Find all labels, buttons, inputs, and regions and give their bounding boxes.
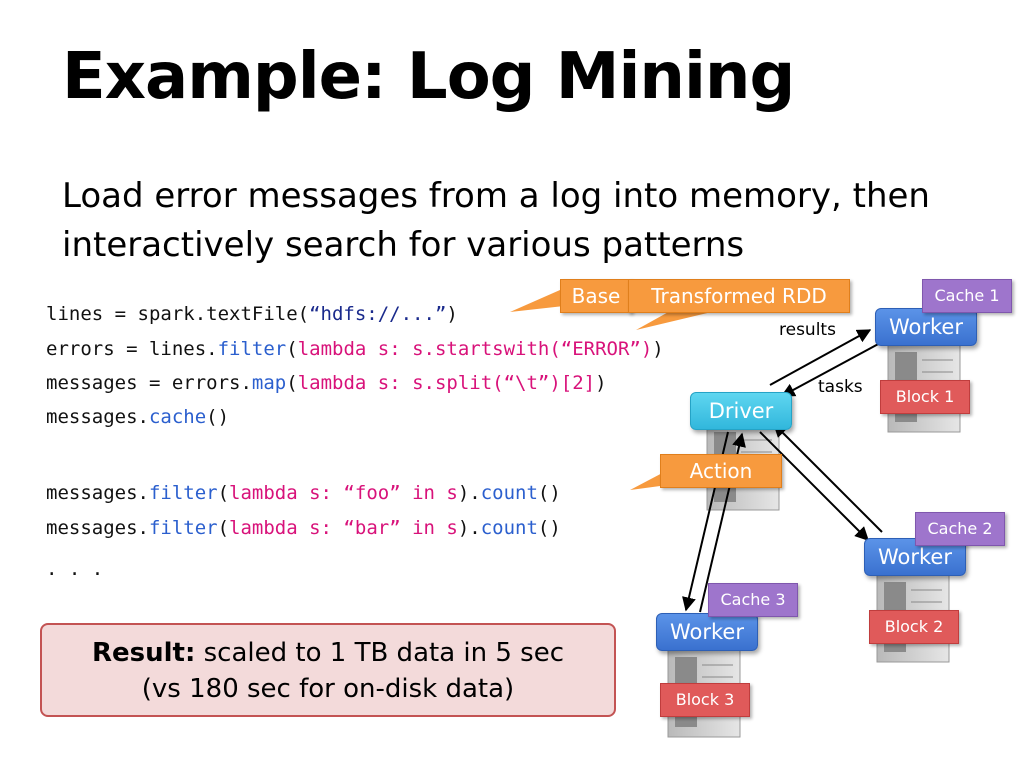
code-line-6: messages.filter(lambda s: “bar” in s).co… [46,517,561,539]
slide-title: Example: Log Mining [62,40,795,114]
code-line-5: messages.filter(lambda s: “foo” in s).co… [46,482,561,504]
result-line-1: Result: scaled to 1 TB data in 5 sec [42,635,614,671]
callout-base: Base [560,279,632,313]
worker-node-3: Worker [656,613,758,651]
tasks-label: tasks [818,377,863,397]
cache-1: Cache 1 [922,279,1012,313]
callout-transformed-rdd: Transformed RDD [628,279,850,313]
result-text: scaled to 1 TB data in 5 sec [203,638,564,668]
result-box: Result: scaled to 1 TB data in 5 sec (vs… [40,623,616,717]
block-2: Block 2 [869,610,959,644]
slide-subtitle: Load error messages from a log into memo… [62,176,930,265]
result-label: Result: [91,638,196,668]
code-line-1: lines = spark.textFile(“hdfs://...”) [46,303,458,325]
code-ellipsis: . . . [46,558,104,580]
cache-3: Cache 3 [708,583,798,617]
code-line-2: errors = lines.filter(lambda s: s.starts… [46,338,664,360]
cache-2: Cache 2 [915,512,1005,546]
result-line-2: (vs 180 sec for on-disk data) [141,674,515,704]
results-label: results [779,320,836,340]
block-3: Block 3 [660,683,750,717]
worker-node-1: Worker [875,308,977,346]
callout-action: Action [660,454,782,488]
code-line-4: messages.cache() [46,406,230,428]
block-1: Block 1 [880,380,970,414]
driver-node: Driver [690,392,792,430]
code-line-3: messages = errors.map(lambda s: s.split(… [46,372,607,394]
